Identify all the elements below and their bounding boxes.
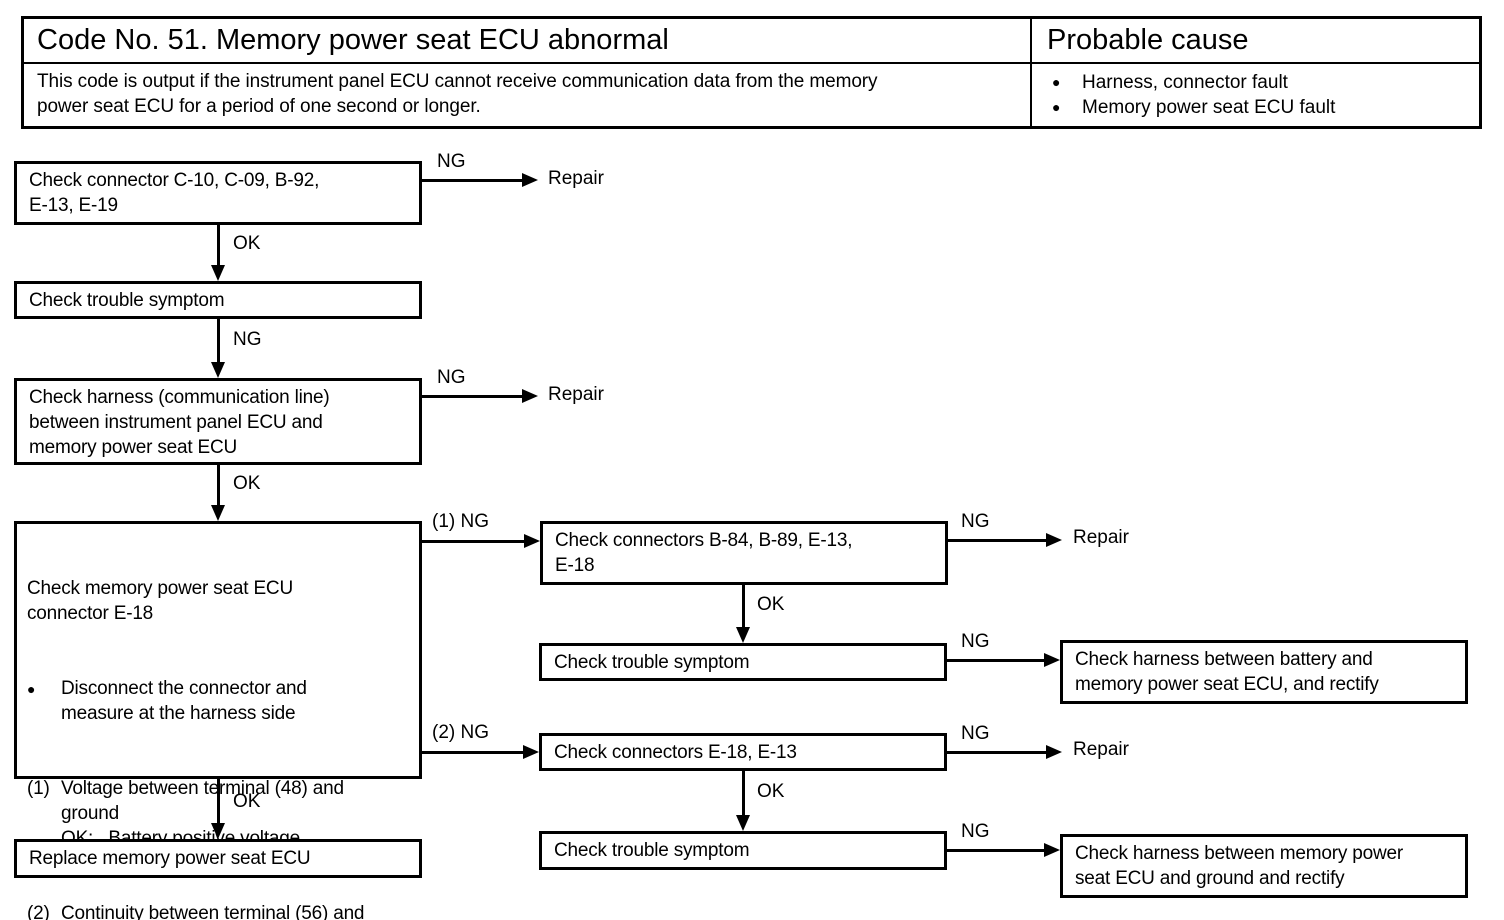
code-description: This code is output if the instrument pa… bbox=[24, 64, 1032, 126]
arrow-line bbox=[217, 319, 220, 362]
arrow-line bbox=[422, 540, 526, 543]
code-info-table: Code No. 51. Memory power seat ECU abnor… bbox=[21, 16, 1482, 129]
arrow-right-icon bbox=[524, 534, 540, 548]
arrow-line bbox=[947, 849, 1044, 852]
item-number: (1) bbox=[27, 778, 50, 799]
arrow-line bbox=[742, 585, 745, 627]
label-ok: OK bbox=[233, 233, 261, 254]
arrow-down-icon bbox=[211, 265, 225, 281]
flow-box-check-connectors-2: Check connectors B-84, B-89, E-13, E-18 bbox=[540, 521, 948, 585]
label-ok: OK bbox=[233, 791, 261, 812]
bullet-icon: ● bbox=[1052, 74, 1061, 90]
label-repair: Repair bbox=[548, 168, 604, 189]
arrow-right-icon bbox=[522, 173, 538, 187]
bullet-icon: ● bbox=[27, 681, 36, 697]
arrow-down-icon bbox=[736, 815, 750, 831]
arrow-line bbox=[947, 659, 1044, 662]
flow-box-check-ecu-connector-e18: Check memory power seat ECU connector E-… bbox=[14, 521, 422, 920]
label-ng: NG bbox=[961, 631, 990, 652]
probable-cause-header: Probable cause bbox=[1032, 19, 1479, 64]
cause-item: ● Memory power seat ECU fault bbox=[1052, 95, 1471, 120]
arrow-line bbox=[947, 751, 1048, 754]
code-title: Code No. 51. Memory power seat ECU abnor… bbox=[24, 19, 1032, 64]
label-ng: NG bbox=[233, 329, 262, 350]
label-ng-2: (2) NG bbox=[432, 722, 489, 743]
probable-cause-list: ● Harness, connector fault ● Memory powe… bbox=[1032, 64, 1479, 126]
flow-box-check-harness-ground: Check harness between memory power seat … bbox=[1060, 834, 1468, 898]
arrow-line bbox=[422, 395, 524, 398]
label-ok: OK bbox=[233, 473, 261, 494]
arrow-right-icon bbox=[1046, 745, 1062, 759]
arrow-line bbox=[217, 224, 220, 265]
label-ng: NG bbox=[961, 511, 990, 532]
bullet-icon: ● bbox=[1052, 99, 1061, 115]
arrow-right-icon bbox=[1044, 843, 1060, 857]
flow-box-numbered-item: (2) Continuity between terminal (56) and… bbox=[27, 901, 417, 920]
arrow-line bbox=[422, 179, 524, 182]
label-ng: NG bbox=[437, 367, 466, 388]
flow-box-bullet-item: ● Disconnect the connector and measure a… bbox=[27, 676, 417, 726]
flow-box-check-harness-battery: Check harness between battery and memory… bbox=[1060, 640, 1468, 704]
label-repair: Repair bbox=[1073, 527, 1129, 548]
flow-box-check-connectors-3: Check connectors E-18, E-13 bbox=[539, 733, 947, 771]
arrow-line bbox=[217, 465, 220, 505]
label-repair: Repair bbox=[1073, 739, 1129, 760]
label-ng: NG bbox=[961, 723, 990, 744]
flow-box-check-connectors-1: Check connector C-10, C-09, B-92, E-13, … bbox=[14, 161, 422, 225]
cause-item: ● Harness, connector fault bbox=[1052, 70, 1471, 95]
label-ng-1: (1) NG bbox=[432, 511, 489, 532]
flow-box-check-harness-comm: Check harness (communication line) betwe… bbox=[14, 378, 422, 465]
arrow-line bbox=[742, 771, 745, 815]
item-number: (2) bbox=[27, 903, 50, 920]
flow-box-check-trouble-symptom-2: Check trouble symptom bbox=[539, 643, 947, 681]
flow-box-bullet-text: Disconnect the connector and measure at … bbox=[61, 678, 307, 724]
arrow-right-icon bbox=[1046, 533, 1062, 547]
label-repair: Repair bbox=[548, 384, 604, 405]
flow-box-replace-ecu: Replace memory power seat ECU bbox=[14, 839, 422, 878]
arrow-line bbox=[217, 779, 220, 823]
flow-box-check-trouble-symptom-1: Check trouble symptom bbox=[14, 281, 422, 319]
label-ok: OK bbox=[757, 594, 785, 615]
cause-text: Harness, connector fault bbox=[1082, 72, 1288, 93]
label-ng: NG bbox=[961, 821, 990, 842]
arrow-down-icon bbox=[211, 362, 225, 378]
arrow-line bbox=[948, 539, 1048, 542]
label-ng: NG bbox=[437, 151, 466, 172]
flow-box-title: Check memory power seat ECU connector E-… bbox=[27, 578, 293, 624]
cause-text: Memory power seat ECU fault bbox=[1082, 97, 1336, 118]
arrow-right-icon bbox=[523, 745, 539, 759]
arrow-down-icon bbox=[211, 823, 225, 839]
arrow-down-icon bbox=[211, 505, 225, 521]
arrow-down-icon bbox=[736, 627, 750, 643]
arrow-line bbox=[422, 751, 525, 754]
flow-box-item-text: Continuity between terminal (56) and gro… bbox=[61, 903, 365, 920]
flow-box-check-trouble-symptom-3: Check trouble symptom bbox=[539, 831, 947, 870]
arrow-right-icon bbox=[1044, 653, 1060, 667]
arrow-right-icon bbox=[522, 389, 538, 403]
label-ok: OK bbox=[757, 781, 785, 802]
